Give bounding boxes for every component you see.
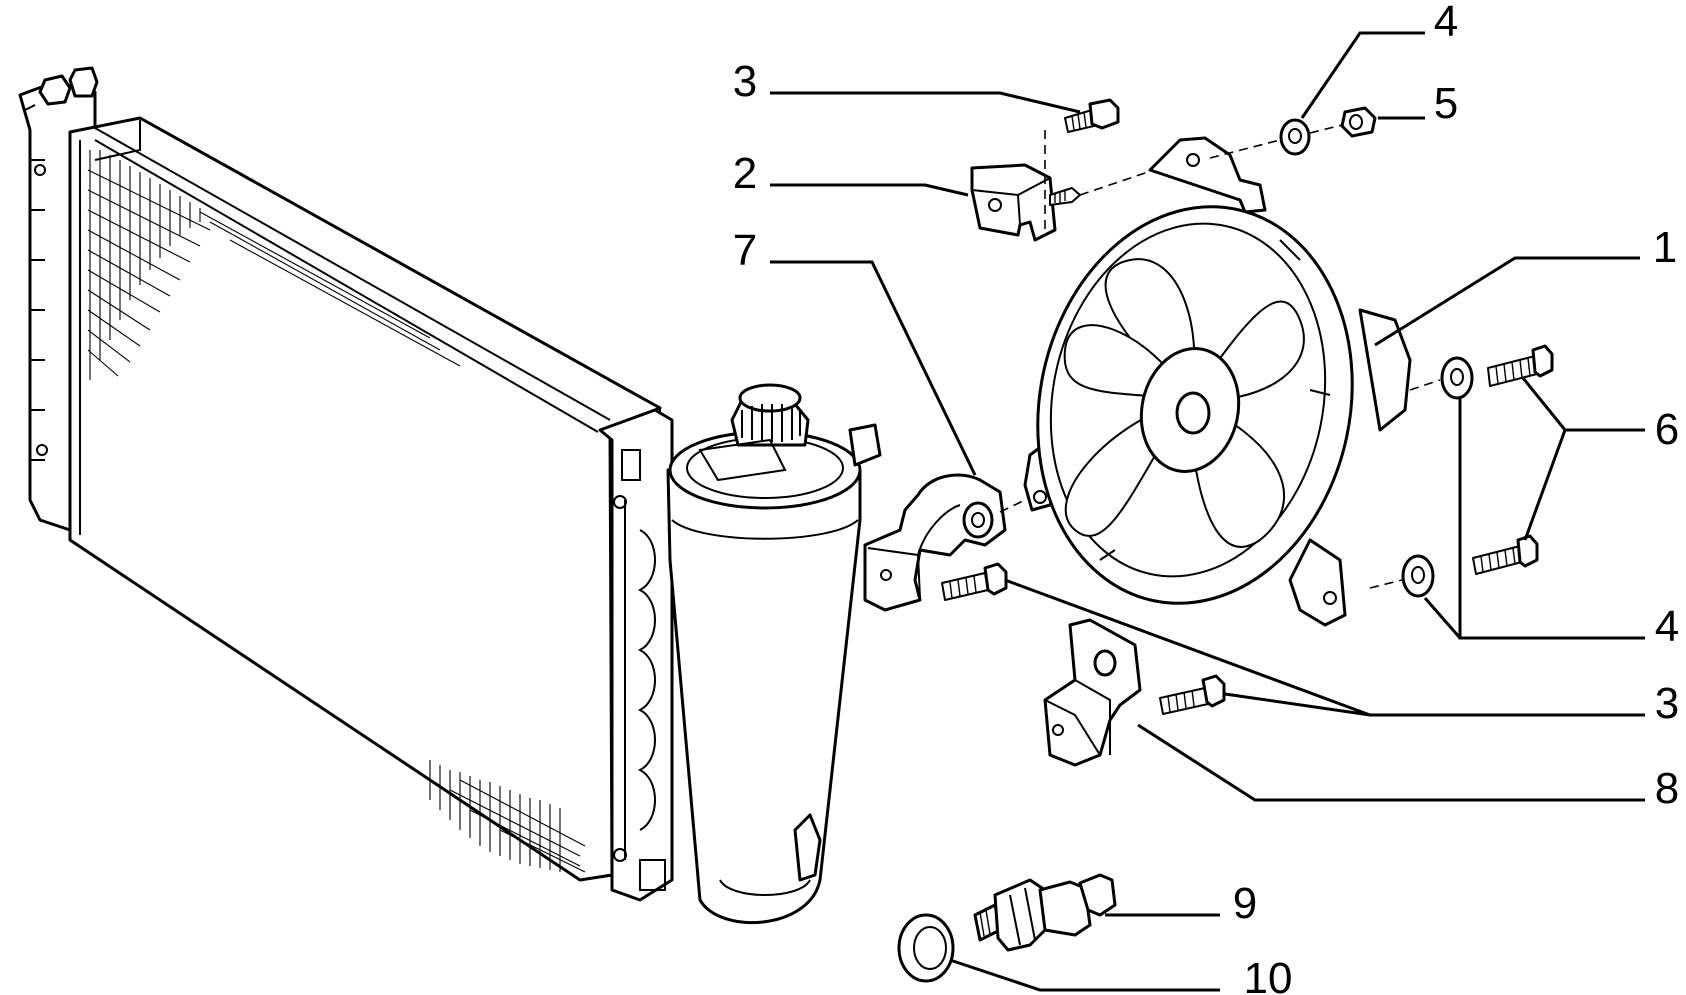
callout-4-top: 4 bbox=[1434, 0, 1458, 46]
callout-9: 9 bbox=[1233, 879, 1257, 928]
nut-top bbox=[1340, 106, 1377, 138]
washer-right-lower bbox=[1401, 554, 1435, 598]
fan-bracket-upper bbox=[970, 163, 1081, 242]
sealing-ring bbox=[897, 913, 955, 983]
callout-1: 1 bbox=[1653, 223, 1677, 272]
washer-top bbox=[1279, 118, 1311, 156]
leader-lines bbox=[770, 31, 1645, 992]
bolt-middle bbox=[941, 562, 1008, 601]
expansion-tank bbox=[666, 383, 882, 925]
bolt-lower bbox=[1159, 674, 1226, 715]
callout-6: 6 bbox=[1655, 405, 1679, 454]
fan-bracket-lower bbox=[1043, 618, 1142, 767]
electric-fan-assembly bbox=[1023, 136, 1412, 627]
callout-10: 10 bbox=[1244, 954, 1293, 995]
callout-3-right: 3 bbox=[1655, 679, 1679, 728]
callout-2: 2 bbox=[733, 149, 757, 198]
screw-upper bbox=[1487, 344, 1554, 387]
bolt-top bbox=[1064, 98, 1120, 133]
thermal-switch bbox=[973, 873, 1117, 952]
screw-lower bbox=[1472, 534, 1539, 575]
callout-7: 7 bbox=[733, 226, 757, 275]
radiator-core-fins bbox=[87, 150, 586, 873]
callout-8: 8 bbox=[1655, 764, 1679, 813]
callout-5: 5 bbox=[1434, 79, 1458, 128]
assembly-lines bbox=[999, 124, 1441, 589]
callout-3-top: 3 bbox=[733, 57, 757, 106]
callout-labels: 1 2 3 3 4 4 5 6 7 8 9 10 bbox=[733, 0, 1679, 995]
washer-right-upper bbox=[1440, 356, 1474, 400]
callout-4-right: 4 bbox=[1655, 602, 1679, 651]
radiator bbox=[18, 66, 674, 902]
